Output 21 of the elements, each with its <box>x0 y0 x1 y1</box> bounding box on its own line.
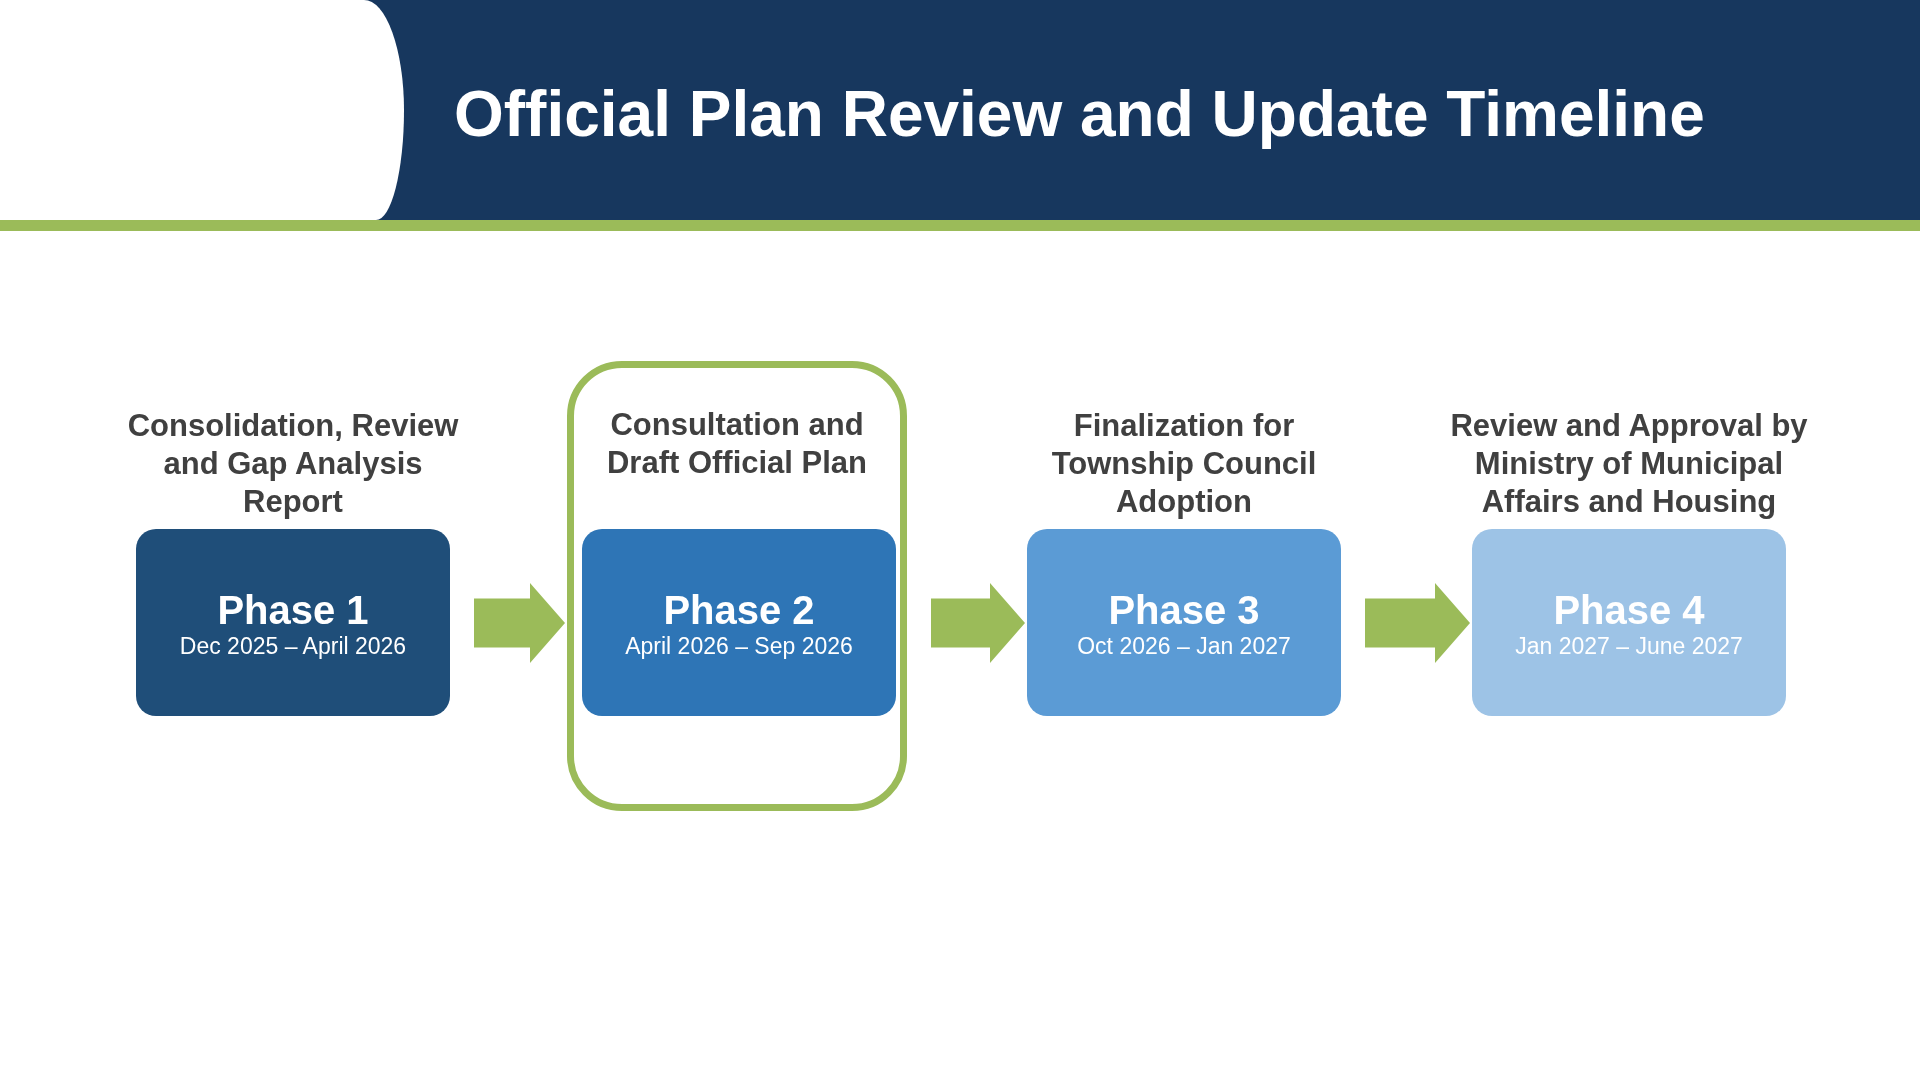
phase-title: Phase 2 <box>663 587 815 632</box>
phase-box <box>136 529 450 716</box>
highlight-frame <box>567 361 907 811</box>
page-title: Official Plan Review and Update Timeline <box>454 77 1705 152</box>
phase-heading: Review and Approval by Ministry of Municipal Affairs and Housing <box>1449 407 1809 521</box>
date-range: Jan 2027 – June 2027 <box>1515 631 1743 660</box>
arrow <box>1365 583 1470 663</box>
phase-box <box>1027 529 1341 716</box>
phase-box <box>582 529 896 716</box>
date-range: Dec 2025 – April 2026 <box>179 631 407 660</box>
phase-heading: Finalization for Township Council Adoption <box>1050 407 1318 521</box>
phase-title: Phase 3 <box>1108 587 1260 632</box>
date-range: Oct 2026 – Jan 2027 <box>1077 631 1291 660</box>
phase-title: Phase 1 <box>217 587 369 632</box>
phase-title: Phase 4 <box>1553 587 1705 632</box>
arrow <box>931 583 1025 663</box>
phase-heading: Consultation and Draft Official Plan <box>605 406 869 482</box>
arrow <box>474 583 565 663</box>
date-range: April 2026 – Sep 2026 <box>625 631 853 660</box>
phase-box <box>1472 529 1786 716</box>
phase-heading: Consolidation, Review and Gap Analysis Report <box>126 407 460 521</box>
